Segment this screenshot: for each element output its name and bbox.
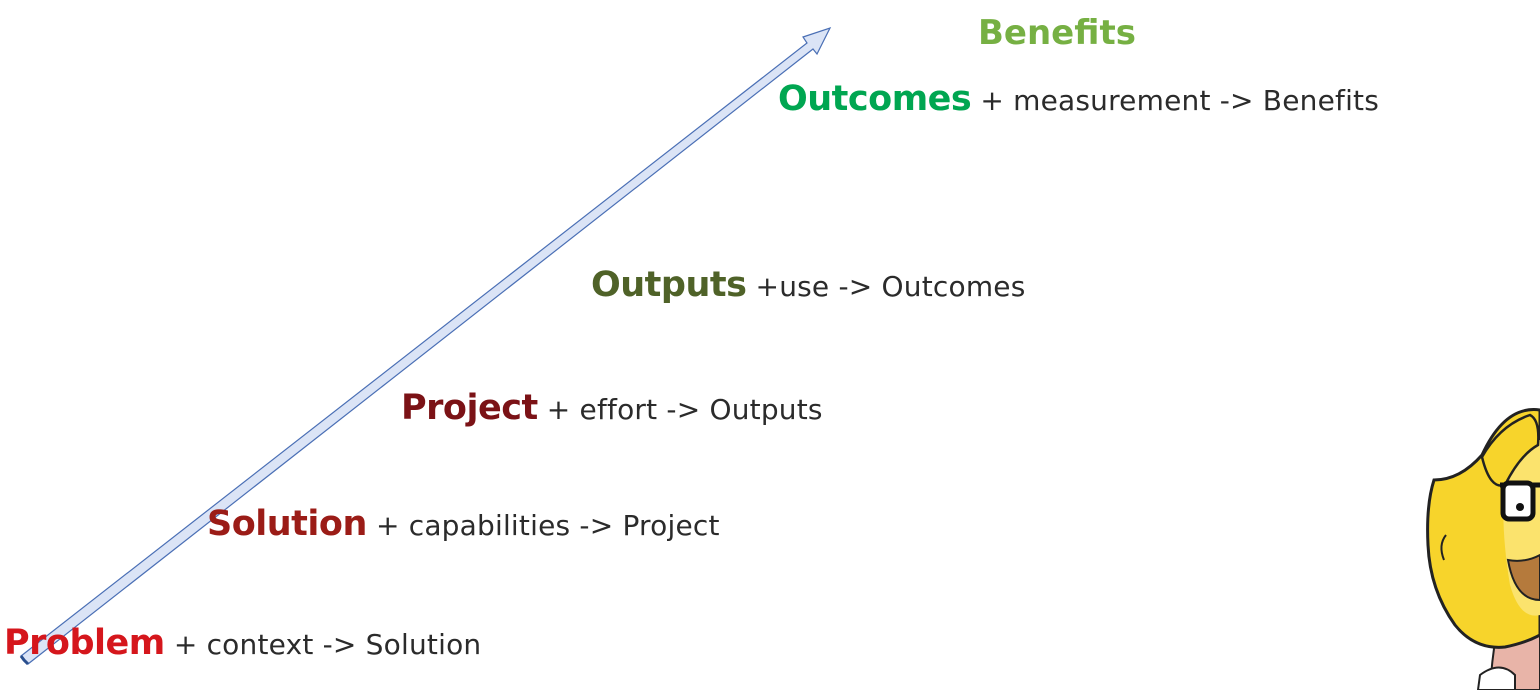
step-keyword: Solution [207, 504, 367, 544]
step-text: + effort -> Outputs [537, 393, 823, 426]
arrow-tail-mark [19, 655, 30, 666]
step-text: +use -> Outcomes [746, 270, 1026, 303]
thinking-cartoon-character-icon [1420, 385, 1540, 690]
step-keyword: Outputs [591, 265, 747, 305]
step-keyword: Project [401, 388, 538, 428]
step-keyword: Outcomes [778, 79, 972, 119]
arrow-shaft [20, 26, 832, 665]
step-text: + context -> Solution [164, 628, 482, 661]
step-text: + capabilities -> Project [366, 509, 720, 542]
step-problem: Problem + context -> Solution [4, 626, 481, 661]
step-outputs: Outputs +use -> Outcomes [591, 268, 1026, 303]
step-project: Project + effort -> Outputs [401, 391, 823, 426]
step-outcomes: Outcomes + measurement -> Benefits [778, 82, 1379, 117]
step-keyword: Problem [4, 623, 165, 663]
step-text: + measurement -> Benefits [971, 84, 1380, 117]
goal-label: Benefits [978, 13, 1136, 53]
step-solution: Solution + capabilities -> Project [207, 507, 720, 542]
